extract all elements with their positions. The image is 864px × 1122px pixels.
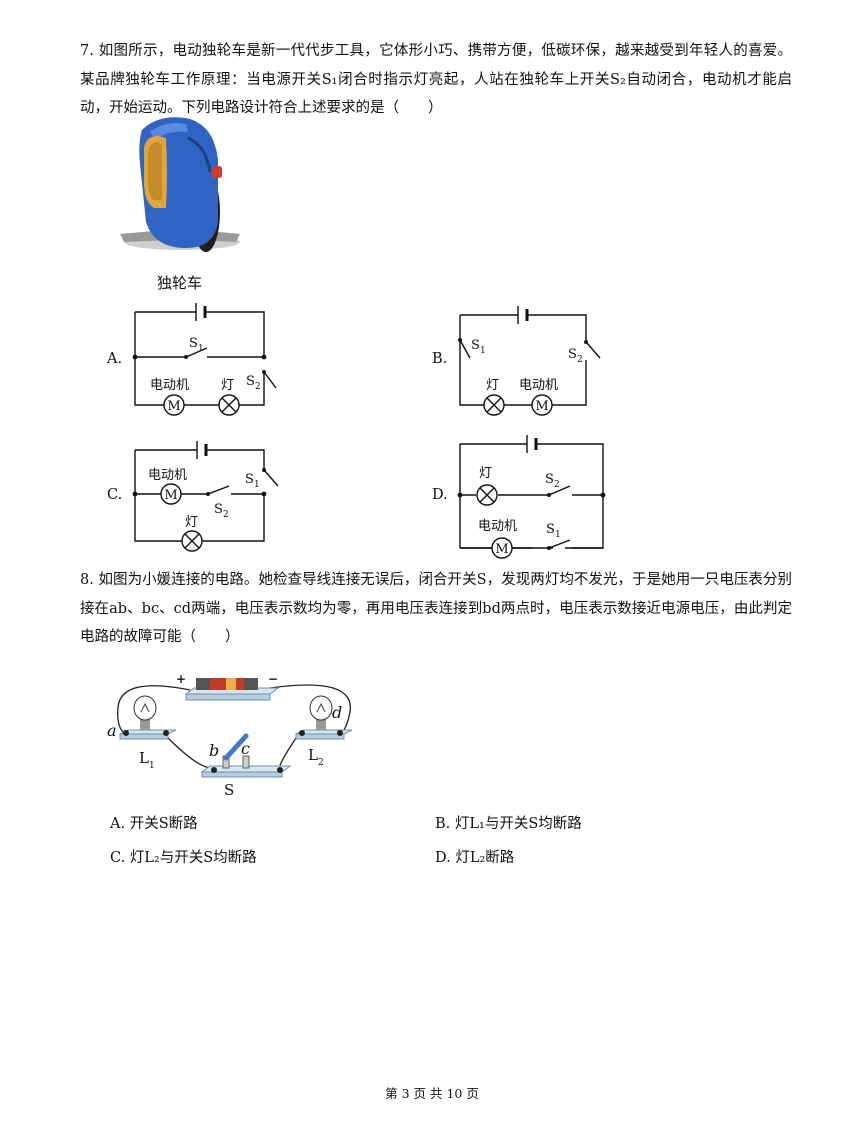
switch-sub-d1: 1 [555, 530, 561, 540]
choice-c[interactable]: C. 灯L₂与开关S均断路 [110, 846, 257, 867]
choice-a[interactable]: A. 开关S断路 [110, 812, 198, 833]
point-b-label: b [209, 741, 219, 760]
option-b-letter[interactable]: B. [432, 351, 448, 367]
plus-sign: + [176, 672, 186, 686]
switch-sub-c2: 2 [223, 510, 229, 520]
unicycle-caption: 独轮车 [157, 274, 203, 292]
choice-d-text: 灯L₂断路 [455, 850, 515, 866]
point-d-label: d [332, 703, 342, 722]
switch-label-a1: S [189, 336, 198, 351]
switch-sub-d2: 2 [554, 480, 560, 490]
question-8-text: 8. 如图为小媛连接的电路。她检查导线连接无误后，闭合开关S，发现两灯均不发光，… [80, 572, 792, 645]
choice-a-text: 开关S断路 [129, 816, 198, 832]
lamp-label-b: 灯 [486, 378, 499, 393]
circuit-diagram-b: M S 1 S 2 灯 电动机 [458, 306, 601, 416]
lamp-label-a: 灯 [221, 378, 234, 393]
lamp-l1-label: L [139, 749, 149, 767]
choice-b-text: 灯L₁与开关S均断路 [454, 816, 582, 832]
switch-sub-b1: 1 [480, 346, 486, 356]
motor-symbol-a: M [167, 399, 180, 414]
circuit-diagram-c: M 电动机 S 1 S 2 灯 [132, 441, 279, 552]
lamp-l2-sub: 2 [318, 758, 324, 768]
lamp-l2-label: L [308, 746, 318, 764]
option-a-letter[interactable]: A. [107, 351, 123, 367]
motor-label-b: 电动机 [519, 378, 558, 393]
option-c-letter[interactable]: C. [107, 487, 123, 503]
lamp-label-d: 灯 [479, 466, 492, 481]
circuit-photo-figure: + − a b c d L 1 L 2 S [107, 672, 353, 799]
point-a-label: a [107, 721, 117, 740]
choice-b[interactable]: B. 灯L₁与开关S均断路 [435, 812, 582, 833]
minus-sign: − [268, 672, 278, 686]
switch-sub-b2: 2 [577, 355, 583, 365]
switch-sub-a2: 2 [255, 382, 261, 392]
lamp-l1-sub: 1 [149, 761, 155, 771]
choice-c-letter: C. [110, 850, 126, 866]
switch-label-d2: S [545, 472, 554, 487]
point-c-label: c [241, 739, 250, 758]
lamp-label-c: 灯 [185, 515, 198, 530]
motor-label-a: 电动机 [150, 378, 189, 393]
switch-s-label: S [224, 781, 234, 799]
option-d-letter[interactable]: D. [432, 487, 448, 503]
question-7-text: 7. 如图所示，电动独轮车是新一代代步工具，它体形小巧、携带方便，低碳环保，越来… [80, 43, 792, 116]
choice-b-letter: B. [435, 816, 451, 832]
unicycle-image [120, 117, 240, 252]
motor-symbol-d: M [495, 542, 508, 557]
motor-label-d: 电动机 [478, 519, 517, 534]
circuit-diagram-a: M S 1 S 2 电动机 灯 [132, 303, 277, 416]
circuit-diagram-d: M 灯 S 2 电动机 S 1 [457, 435, 606, 559]
switch-label-d1: S [546, 522, 555, 537]
choice-d-letter: D. [435, 850, 451, 866]
motor-symbol-b: M [535, 399, 548, 414]
motor-label-c: 电动机 [148, 468, 187, 483]
choice-d[interactable]: D. 灯L₂断路 [435, 846, 514, 867]
switch-label-b1: S [471, 338, 480, 353]
motor-symbol-c: M [164, 488, 177, 503]
switch-label-b2: S [568, 347, 577, 362]
switch-sub-c1: 1 [254, 480, 260, 490]
choice-a-letter: A. [110, 816, 126, 832]
choice-c-text: 灯L₂与开关S均断路 [129, 850, 257, 866]
switch-label-c2: S [214, 502, 223, 517]
page-footer: 第 3 页 共 10 页 [385, 1086, 479, 1101]
switch-label-c1: S [245, 472, 254, 487]
switch-sub-a1: 1 [198, 344, 204, 354]
switch-label-a2: S [246, 374, 255, 389]
